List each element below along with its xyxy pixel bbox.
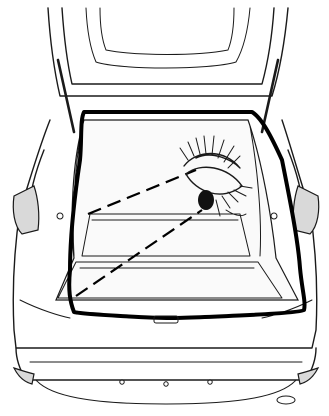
- cargo-area: [56, 120, 298, 300]
- rear-bumper: [14, 316, 318, 404]
- tailgate: [48, 8, 288, 96]
